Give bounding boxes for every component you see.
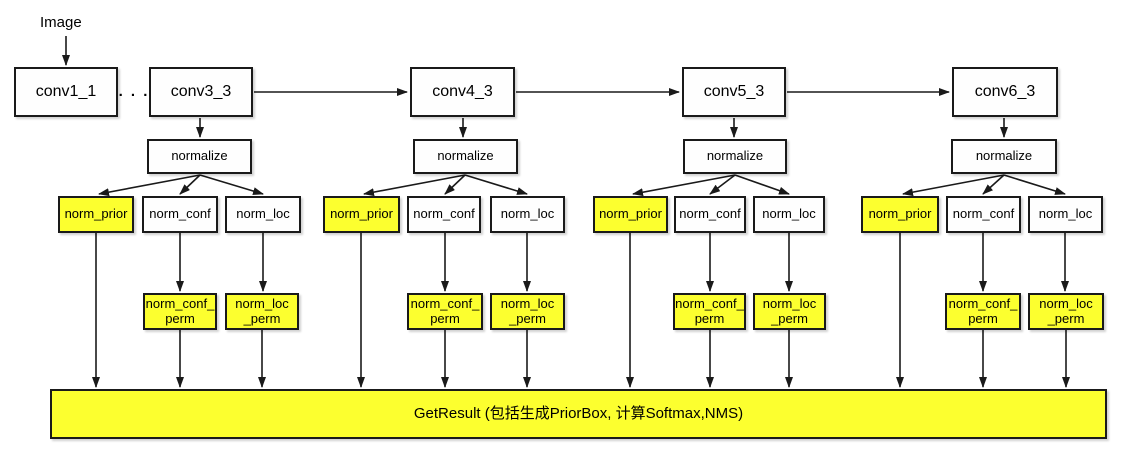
node-conv5_3: conv5_3 — [682, 67, 786, 117]
node-norm_loc-3: norm_loc — [753, 196, 825, 233]
edge-normalize-4-to-norm_prior-4 — [902, 174, 1005, 197]
node-norm_loc-4: norm_loc — [1028, 196, 1103, 233]
edge-normalize-3-to-norm_loc-3 — [734, 174, 790, 195]
node-norm_loc_perm-1: norm_loc _perm — [225, 293, 299, 330]
node-norm_loc-1: norm_loc — [225, 196, 301, 233]
node-conv4_3: conv4_3 — [410, 67, 515, 117]
node-norm_conf-4: norm_conf — [946, 196, 1021, 233]
node-norm_conf-1: norm_conf — [142, 196, 218, 233]
node-ellipsis: . . . — [118, 83, 150, 101]
node-norm_loc_perm-2: norm_loc _perm — [490, 293, 565, 330]
edge-normalize-1-to-norm_conf-1 — [179, 174, 201, 195]
node-norm_conf_perm-1: norm_conf_ perm — [143, 293, 217, 330]
node-norm_loc-2: norm_loc — [490, 196, 565, 233]
node-normalize-1: normalize — [147, 139, 252, 174]
node-norm_prior-3: norm_prior — [593, 196, 668, 233]
node-norm_prior-1: norm_prior — [58, 196, 134, 233]
edge-normalize-2-to-norm_loc-2 — [464, 174, 528, 195]
node-norm_prior-2: norm_prior — [323, 196, 400, 233]
node-normalize-2: normalize — [413, 139, 518, 174]
node-norm_loc_perm-4: norm_loc _perm — [1028, 293, 1104, 330]
node-norm_conf_perm-4: norm_conf_ perm — [945, 293, 1021, 330]
node-normalize-3: normalize — [683, 139, 787, 174]
node-norm_conf_perm-3: norm_conf_ perm — [673, 293, 746, 330]
node-image-label: Image — [40, 14, 82, 32]
edge-normalize-4-to-norm_conf-4 — [982, 174, 1005, 195]
node-norm_prior-4: norm_prior — [861, 196, 939, 233]
edge-normalize-1-to-norm_loc-1 — [199, 174, 264, 195]
edge-normalize-4-to-norm_loc-4 — [1003, 174, 1066, 195]
edge-normalize-3-to-norm_prior-3 — [632, 174, 736, 197]
node-norm_conf-3: norm_conf — [674, 196, 746, 233]
node-conv6_3: conv6_3 — [952, 67, 1058, 117]
node-norm_conf_perm-2: norm_conf_ perm — [407, 293, 483, 330]
edge-normalize-2-to-norm_prior-2 — [363, 174, 466, 197]
edge-normalize-1-to-norm_prior-1 — [98, 174, 201, 197]
node-norm_loc_perm-3: norm_loc _perm — [753, 293, 826, 330]
edge-normalize-3-to-norm_conf-3 — [709, 174, 736, 195]
node-conv3_3: conv3_3 — [149, 67, 253, 117]
node-getresult: GetResult (包括生成PriorBox, 计算Softmax,NMS) — [50, 389, 1107, 439]
node-normalize-4: normalize — [951, 139, 1057, 174]
node-conv1_1: conv1_1 — [14, 67, 118, 117]
node-norm_conf-2: norm_conf — [407, 196, 481, 233]
edge-normalize-2-to-norm_conf-2 — [444, 174, 466, 195]
